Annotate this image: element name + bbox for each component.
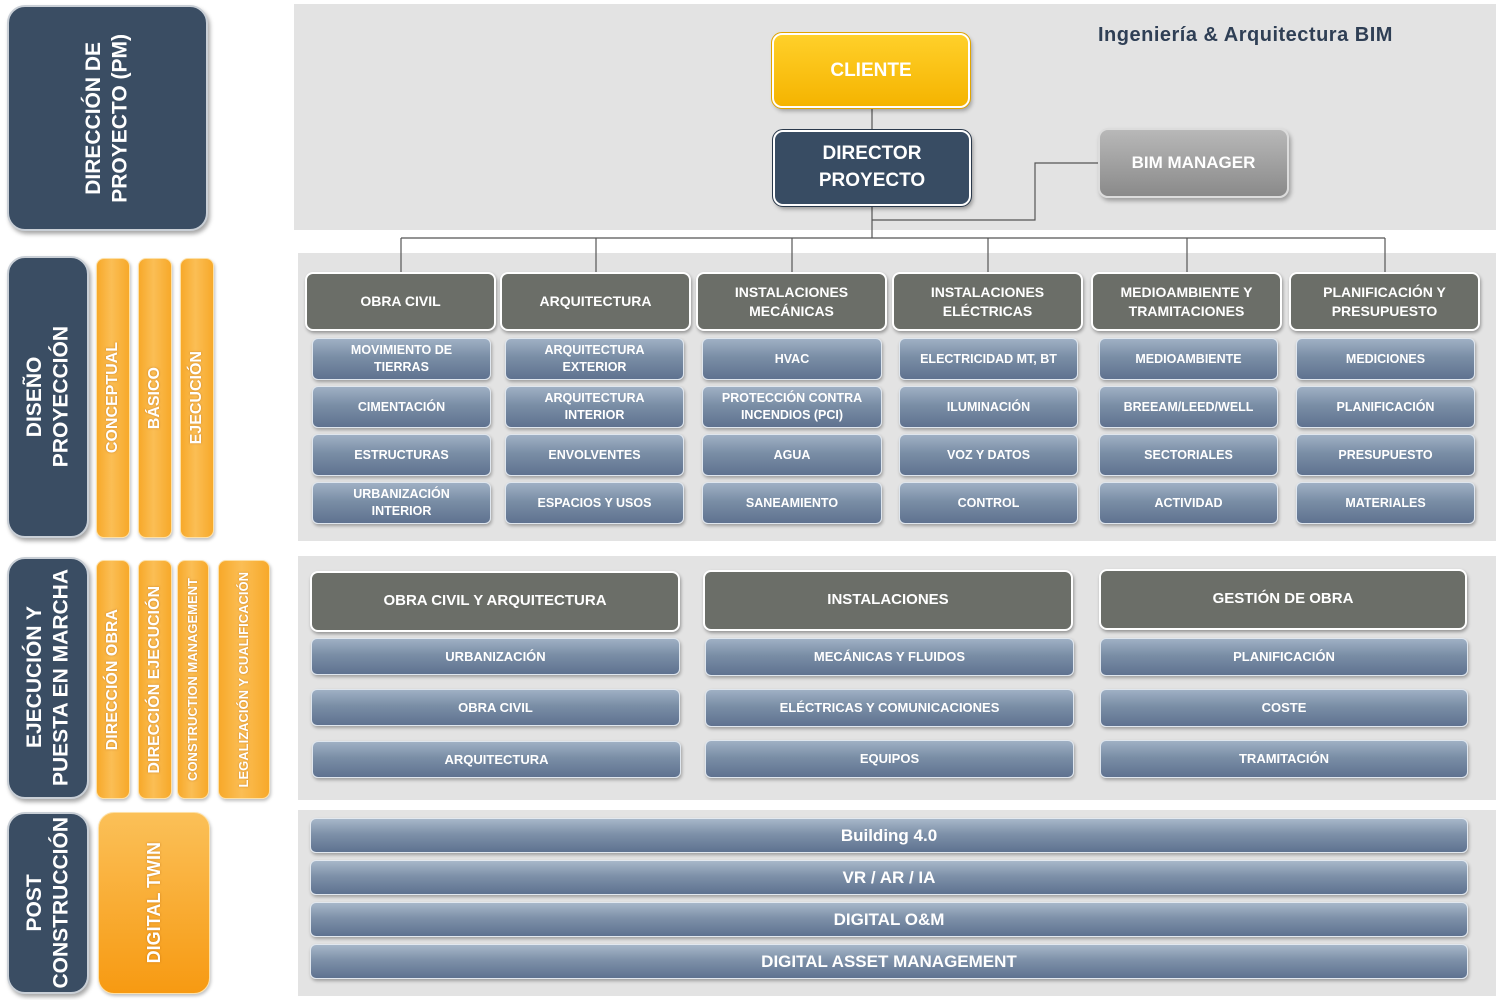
phase-block-pm-label: DIRECCIÓN DE PROYECTO (PM) bbox=[82, 33, 132, 203]
group-head: OBRA CIVIL Y ARQUITECTURA bbox=[310, 571, 680, 632]
pill-label: DIRECCIÓN OBRA bbox=[104, 608, 121, 751]
pill-label: CONSTRUCTION MANAGEMENT bbox=[184, 578, 200, 781]
discipline-head: INSTALACIONES MECÁNICAS bbox=[696, 272, 887, 331]
phase-block-diseno: DISEÑO PROYECCIÓN bbox=[7, 256, 89, 538]
discipline-item: SANEAMIENTO bbox=[702, 482, 882, 524]
discipline-head: OBRA CIVIL bbox=[305, 272, 496, 331]
bar-building-4: Building 4.0 bbox=[310, 818, 1468, 853]
discipline-item: ESPACIOS Y USOS bbox=[505, 482, 684, 524]
pill-label: EJECUCIÓN bbox=[188, 351, 205, 445]
bar-digital-om: DIGITAL O&M bbox=[310, 902, 1468, 937]
discipline-item: ACTIVIDAD bbox=[1099, 482, 1278, 524]
discipline-item: MEDICIONES bbox=[1296, 338, 1475, 380]
discipline-head: INSTALACIONES ELÉCTRICAS bbox=[892, 272, 1083, 331]
group-item: PLANIFICACIÓN bbox=[1100, 638, 1468, 676]
phase-block-diseno-label: DISEÑO PROYECCIÓN bbox=[22, 326, 72, 468]
discipline-item: SECTORIALES bbox=[1099, 434, 1278, 476]
discipline-item: ESTRUCTURAS bbox=[312, 434, 491, 476]
discipline-item: ENVOLVENTES bbox=[505, 434, 684, 476]
discipline-head: ARQUITECTURA bbox=[500, 272, 691, 331]
pill-label: BÁSICO bbox=[146, 366, 163, 430]
phase-block-post: POST CONSTRUCCIÓN bbox=[7, 812, 89, 994]
phase-block-ejecucion: EJECUCIÓN Y PUESTA EN MARCHA bbox=[7, 557, 89, 799]
node-cliente: CLIENTE bbox=[771, 32, 971, 109]
pill-legalizacion: LEGALIZACIÓN Y CUALIFICACIÓN bbox=[218, 560, 270, 799]
group-item: EQUIPOS bbox=[705, 740, 1074, 778]
pill-label: CONCEPTUAL bbox=[104, 342, 121, 454]
node-director-proyecto: DIRECTOR PROYECTO bbox=[772, 129, 972, 207]
bar-vr-ar-ia: VR / AR / IA bbox=[310, 860, 1468, 895]
group-item: COSTE bbox=[1100, 689, 1468, 727]
pill-direccion-obra: DIRECCIÓN OBRA bbox=[96, 560, 130, 799]
discipline-item: MEDIOAMBIENTE bbox=[1099, 338, 1278, 380]
discipline-item: MOVIMIENTO DE TIERRAS bbox=[312, 338, 491, 380]
discipline-item: ELECTRICIDAD MT, BT bbox=[899, 338, 1078, 380]
discipline-head: MEDIOAMBIENTE Y TRAMITACIONES bbox=[1091, 272, 1282, 331]
pill-label: LEGALIZACIÓN Y CUALIFICACIÓN bbox=[235, 571, 251, 788]
discipline-item: PLANIFICACIÓN bbox=[1296, 386, 1475, 428]
discipline-item: AGUA bbox=[702, 434, 882, 476]
discipline-item: ARQUITECTURA EXTERIOR bbox=[505, 338, 684, 380]
node-bim-manager: BIM MANAGER bbox=[1098, 128, 1289, 198]
group-item: OBRA CIVIL bbox=[311, 689, 680, 726]
discipline-item: CONTROL bbox=[899, 482, 1078, 524]
group-item: URBANIZACIÓN bbox=[311, 638, 680, 675]
group-item: ELÉCTRICAS Y COMUNICACIONES bbox=[705, 689, 1074, 727]
discipline-item: PROTECCIÓN CONTRA INCENDIOS (PCI) bbox=[702, 386, 882, 428]
discipline-item: HVAC bbox=[702, 338, 882, 380]
discipline-item: URBANIZACIÓN INTERIOR bbox=[312, 482, 491, 524]
group-item: MECÁNICAS Y FLUIDOS bbox=[705, 638, 1074, 676]
phase-block-ejecucion-label: EJECUCIÓN Y PUESTA EN MARCHA bbox=[22, 569, 72, 787]
discipline-head: PLANIFICACIÓN Y PRESUPUESTO bbox=[1289, 272, 1480, 331]
group-item: ARQUITECTURA bbox=[312, 741, 681, 778]
discipline-item: ILUMINACIÓN bbox=[899, 386, 1078, 428]
group-head: GESTIÓN DE OBRA bbox=[1099, 569, 1467, 630]
discipline-item: BREEAM/LEED/WELL bbox=[1099, 386, 1278, 428]
pill-construction-management: CONSTRUCTION MANAGEMENT bbox=[177, 560, 209, 799]
pill-label: DIRECCIÓN EJECUCIÓN bbox=[146, 585, 163, 774]
discipline-item: VOZ Y DATOS bbox=[899, 434, 1078, 476]
phase-block-pm: DIRECCIÓN DE PROYECTO (PM) bbox=[7, 5, 208, 231]
discipline-item: CIMENTACIÓN bbox=[312, 386, 491, 428]
bar-digital-asset-management: DIGITAL ASSET MANAGEMENT bbox=[310, 944, 1468, 979]
discipline-item: PRESUPUESTO bbox=[1296, 434, 1475, 476]
pill-direccion-ejecucion: DIRECCIÓN EJECUCIÓN bbox=[138, 560, 172, 799]
pill-digital-twin: DIGITAL TWIN bbox=[98, 812, 210, 994]
pill-ejecucion: EJECUCIÓN bbox=[180, 258, 214, 538]
pill-conceptual: CONCEPTUAL bbox=[96, 258, 130, 538]
discipline-item: ARQUITECTURA INTERIOR bbox=[505, 386, 684, 428]
phase-block-post-label: POST CONSTRUCCIÓN bbox=[22, 817, 72, 989]
group-head: INSTALACIONES bbox=[703, 570, 1073, 631]
pill-label: DIGITAL TWIN bbox=[143, 842, 164, 964]
discipline-item: MATERIALES bbox=[1296, 482, 1475, 524]
pill-basico: BÁSICO bbox=[138, 258, 172, 538]
brand-title: Ingeniería & Arquitectura BIM bbox=[1098, 24, 1393, 46]
group-item: TRAMITACIÓN bbox=[1100, 740, 1468, 778]
